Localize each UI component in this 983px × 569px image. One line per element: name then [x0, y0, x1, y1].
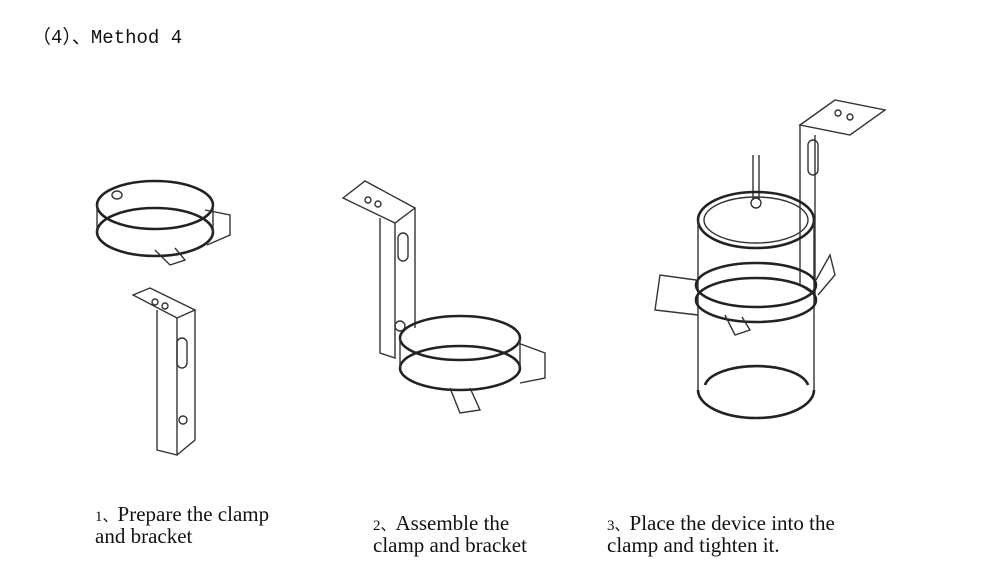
step-number: 3、 — [607, 518, 630, 534]
step-2-caption: 2、Assemble the clamp and bracket — [373, 511, 527, 557]
caption-line: Place the device into the — [629, 511, 835, 535]
clamp-and-bracket-assembled-figure — [341, 180, 546, 414]
step-3-caption: 3、Place the device into the clamp and ti… — [607, 511, 835, 557]
step-1-caption: 1、Prepare the clamp and bracket — [95, 502, 270, 548]
caption-line: clamp and bracket — [373, 533, 527, 557]
step-number: 2、 — [373, 518, 396, 534]
step-number: 1、 — [95, 509, 118, 525]
caption-line: and bracket — [95, 524, 193, 548]
caption-line: clamp and tighten it. — [607, 533, 780, 557]
clamp-and-bracket-separate-figure — [95, 179, 231, 456]
device-clamped-figure — [654, 99, 887, 420]
caption-line: Assemble the — [395, 511, 510, 535]
section-heading: （4）、Method 4 — [32, 27, 183, 49]
caption-line: Prepare the clamp — [117, 502, 270, 526]
